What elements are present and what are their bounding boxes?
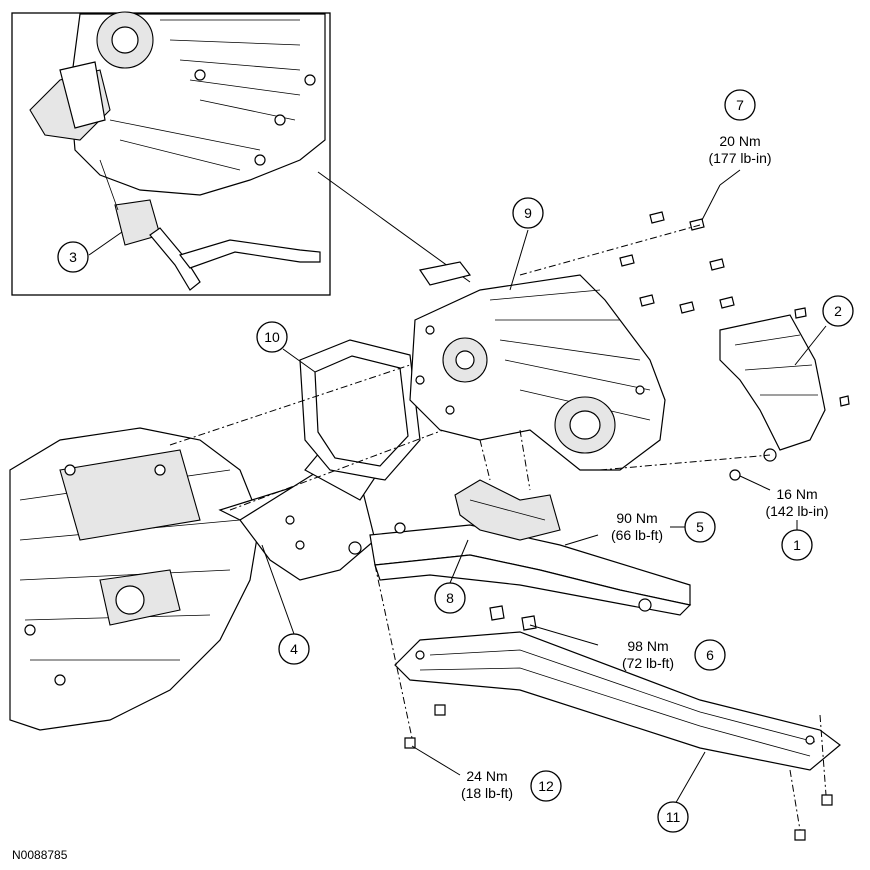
torque-1-imperial: (142 lb-in): [765, 503, 828, 519]
callout-3: 3: [57, 241, 89, 273]
callout-8: 8: [434, 582, 466, 614]
skid-plate-fasteners: [374, 564, 833, 841]
torque-spec-12: 24 Nm (18 lb-ft): [461, 768, 513, 801]
callout-3-label: 3: [69, 249, 77, 265]
torque-spec-5: 90 Nm (66 lb-ft): [611, 510, 663, 543]
torque-spec-7: 20 Nm (177 lb-in): [708, 133, 771, 166]
callout-6-label: 6: [706, 647, 714, 663]
torque-spec-1: 16 Nm (142 lb-in): [765, 486, 828, 519]
callout-4-label: 4: [290, 641, 298, 657]
torque-6-nm: 98 Nm: [627, 638, 668, 654]
torque-7-nm: 20 Nm: [719, 133, 760, 149]
transfer-case-bolts: [519, 211, 735, 314]
torque-12-nm: 24 Nm: [466, 768, 507, 784]
transmission: [9, 427, 322, 731]
leader-lines: [88, 169, 827, 807]
torque-5-nm: 90 Nm: [616, 510, 657, 526]
torque-1-nm: 16 Nm: [776, 486, 817, 502]
torque-7-imperial: (177 lb-in): [708, 150, 771, 166]
callout-5: 5: [684, 511, 716, 543]
callout-7: 7: [724, 89, 756, 121]
callout-1-label: 1: [793, 537, 801, 553]
callout-6: 6: [694, 639, 726, 671]
callout-1: 1: [781, 529, 813, 561]
crossmember: [369, 429, 692, 616]
torque-5-imperial: (66 lb-ft): [611, 527, 663, 543]
callout-10-label: 10: [264, 329, 280, 345]
gasket: [299, 339, 421, 481]
torque-12-imperial: (18 lb-ft): [461, 785, 513, 801]
callout-2: 2: [822, 295, 854, 327]
callout-12: 12: [530, 770, 562, 802]
figure-code: N0088785: [12, 848, 68, 862]
callout-4: 4: [278, 633, 310, 665]
callout-11-label: 11: [666, 809, 681, 825]
skid-plate: [394, 631, 841, 771]
callout-11: 11: [657, 801, 689, 833]
transfer-case: [409, 261, 666, 471]
torque-spec-6: 98 Nm (72 lb-ft): [622, 638, 674, 671]
callout-2-label: 2: [834, 303, 842, 319]
heat-shield: [599, 307, 850, 481]
callout-9: 9: [512, 197, 544, 229]
callout-10: 10: [256, 321, 288, 353]
torque-6-imperial: (72 lb-ft): [622, 655, 674, 671]
callout-5-label: 5: [696, 519, 704, 535]
callout-7-label: 7: [736, 97, 744, 113]
callout-12-label: 12: [538, 778, 554, 794]
callout-8-label: 8: [446, 590, 454, 606]
callout-9-label: 9: [524, 205, 532, 221]
